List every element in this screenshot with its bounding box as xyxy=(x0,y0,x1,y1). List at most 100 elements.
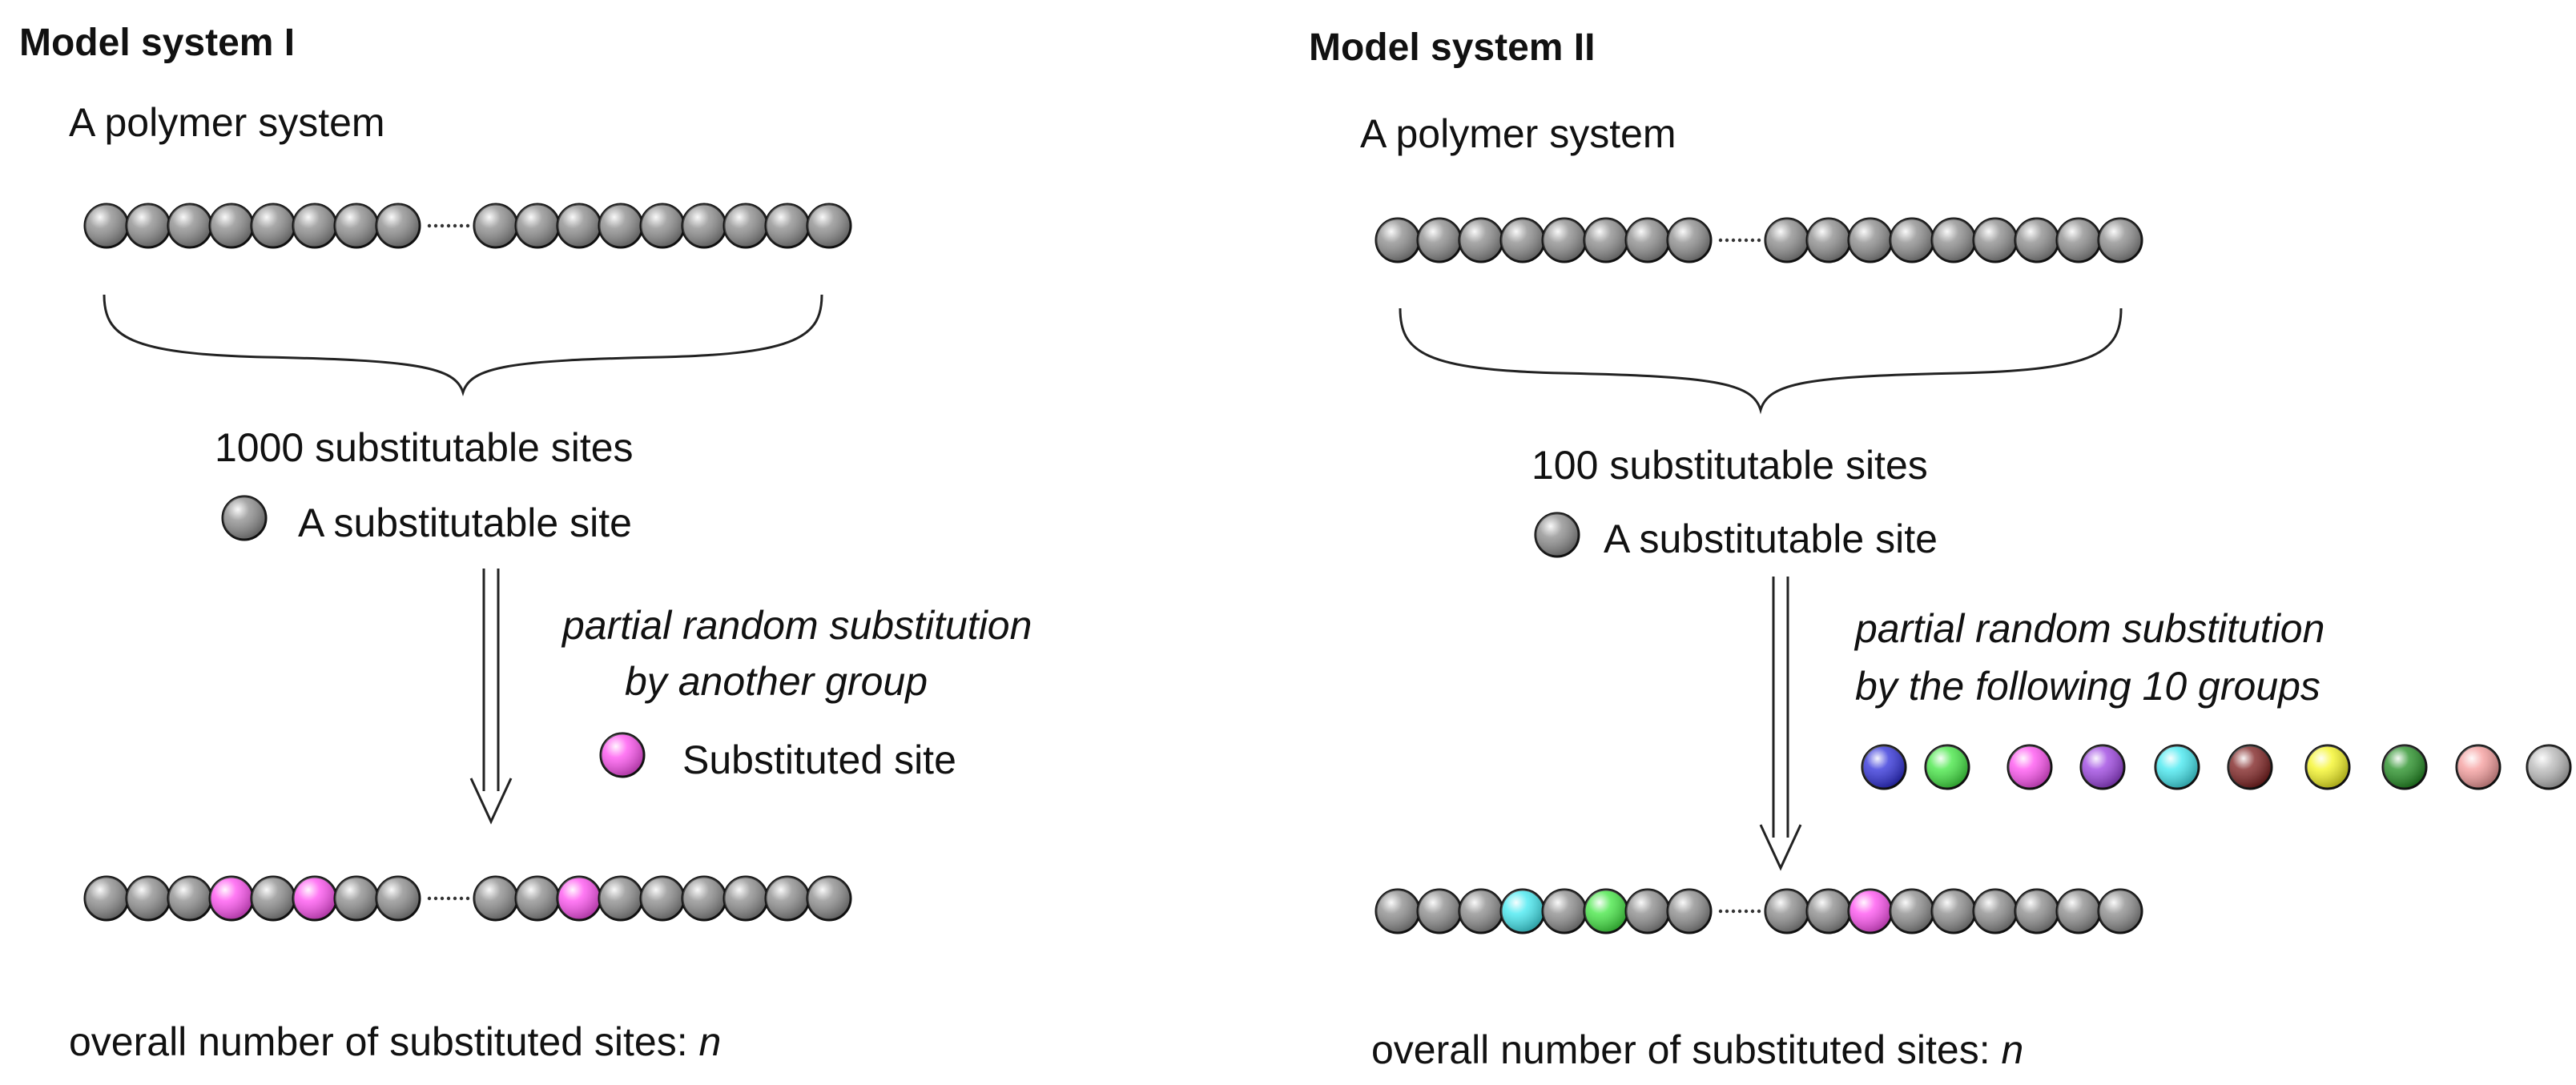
monomer-sphere xyxy=(1972,888,2019,934)
monomer-sphere xyxy=(1583,217,1629,263)
chain-ellipsis-dot xyxy=(1725,238,1729,243)
chain-ellipsis-dot xyxy=(1731,238,1736,243)
monomer-sphere xyxy=(333,875,380,922)
monomer-sphere xyxy=(1375,217,1421,263)
group-sphere-5 xyxy=(2154,744,2200,790)
monomer-sphere xyxy=(1764,217,1810,263)
system2-polymer-label: A polymer system xyxy=(1360,111,1676,156)
chain-ellipsis-dot xyxy=(427,896,432,901)
monomer-sphere xyxy=(1847,217,1894,263)
monomer-sphere xyxy=(2097,888,2143,934)
monomer-sphere xyxy=(722,875,769,922)
monomer-sphere xyxy=(806,203,852,249)
substituted-sphere xyxy=(292,875,338,922)
system2-substitution-line1: partial random substitution xyxy=(1855,606,2325,651)
monomer-sphere xyxy=(722,203,769,249)
monomer-sphere xyxy=(125,875,171,922)
monomer-sphere xyxy=(125,203,171,249)
monomer-sphere xyxy=(167,875,213,922)
system1-substitution-line2: by another group xyxy=(625,659,928,704)
system2-result-text: overall number of substituted sites: xyxy=(1371,1027,2002,1072)
monomer-sphere xyxy=(764,203,811,249)
chain-ellipsis-dot xyxy=(1757,238,1761,243)
system1-reaction-arrow xyxy=(469,569,513,825)
system1-sites-label: 1000 substitutable sites xyxy=(215,425,634,470)
monomer-sphere xyxy=(639,203,686,249)
monomer-sphere xyxy=(473,875,519,922)
system2-result-label: overall number of substituted sites: n xyxy=(1371,1030,2023,1070)
monomer-sphere xyxy=(375,875,421,922)
monomer-sphere xyxy=(333,203,380,249)
system1-result-text: overall number of substituted sites: xyxy=(69,1019,699,1064)
group-sphere-8 xyxy=(2381,744,2428,790)
chain-ellipsis-dot xyxy=(1731,909,1736,914)
group-sphere-1 xyxy=(1861,744,1907,790)
chain-ellipsis-dot xyxy=(1718,238,1723,243)
substituted-sphere xyxy=(556,875,602,922)
monomer-sphere xyxy=(681,875,727,922)
chain-ellipsis-dot xyxy=(1757,909,1761,914)
chain-ellipsis-dot xyxy=(446,223,451,228)
monomer-sphere xyxy=(208,203,255,249)
monomer-sphere xyxy=(598,875,644,922)
site-legend-sphere xyxy=(1534,512,1580,558)
monomer-sphere xyxy=(1458,217,1504,263)
chain-ellipsis-dot xyxy=(440,896,445,901)
system1-result-variable: n xyxy=(698,1019,722,1064)
system2-site-legend-sphere xyxy=(1534,512,1580,558)
chain-ellipsis-dot xyxy=(453,223,457,228)
monomer-sphere xyxy=(1805,217,1852,263)
monomer-sphere xyxy=(292,203,338,249)
monomer-sphere xyxy=(2014,888,2060,934)
monomer-sphere xyxy=(1666,888,1713,934)
system2-top-chain xyxy=(1375,217,2143,263)
chain-ellipsis-dot xyxy=(1744,909,1749,914)
system1-site-legend-sphere xyxy=(221,495,268,541)
system2-site-legend: A substitutable site xyxy=(1604,516,1938,561)
group-sphere-7 xyxy=(2304,744,2351,790)
monomer-sphere xyxy=(250,203,296,249)
substituted-sphere xyxy=(1583,888,1629,934)
system2-bottom-chain xyxy=(1375,888,2143,934)
monomer-sphere xyxy=(1972,217,2019,263)
system1-bottom-chain xyxy=(83,875,852,922)
monomer-sphere xyxy=(83,203,130,249)
chain-ellipsis-dot xyxy=(427,223,432,228)
monomer-sphere xyxy=(598,203,644,249)
substituted-sphere xyxy=(1847,888,1894,934)
system2-sites-label: 100 substitutable sites xyxy=(1532,443,1928,488)
chain-ellipsis-dot xyxy=(433,896,438,901)
chain-ellipsis-dot xyxy=(1737,238,1742,243)
monomer-sphere xyxy=(681,203,727,249)
chain-ellipsis-dot xyxy=(453,896,457,901)
system1-site-legend: A substitutable site xyxy=(298,500,632,545)
chain-ellipsis-dot xyxy=(1725,909,1729,914)
chain-ellipsis-dot xyxy=(465,223,470,228)
monomer-sphere xyxy=(1541,888,1588,934)
monomer-sphere xyxy=(2097,217,2143,263)
system2-brace xyxy=(1399,307,2123,415)
monomer-sphere xyxy=(1499,217,1546,263)
chain-ellipsis-dot xyxy=(1744,238,1749,243)
system1-polymer-label: A polymer system xyxy=(69,100,385,145)
monomer-sphere xyxy=(1930,888,1977,934)
chain-ellipsis-dot xyxy=(433,223,438,228)
monomer-sphere xyxy=(1764,888,1810,934)
substituted-legend-sphere xyxy=(599,732,646,778)
substituted-sphere xyxy=(208,875,255,922)
system1-top-chain xyxy=(83,203,852,249)
group-sphere-6 xyxy=(2227,744,2273,790)
monomer-sphere xyxy=(473,203,519,249)
monomer-sphere xyxy=(1375,888,1421,934)
monomer-sphere xyxy=(1805,888,1852,934)
system1-brace xyxy=(103,294,823,397)
monomer-sphere xyxy=(1624,888,1671,934)
system1-result-label: overall number of substituted sites: n xyxy=(69,1022,721,1062)
group-sphere-9 xyxy=(2455,744,2502,790)
system2-title: Model system II xyxy=(1309,26,1596,69)
monomer-sphere xyxy=(1889,888,1935,934)
system1-substituted-legend-sphere xyxy=(599,732,646,778)
system2-substitution-line2: by the following 10 groups xyxy=(1855,664,2320,709)
monomer-sphere xyxy=(1458,888,1504,934)
monomer-sphere xyxy=(764,875,811,922)
